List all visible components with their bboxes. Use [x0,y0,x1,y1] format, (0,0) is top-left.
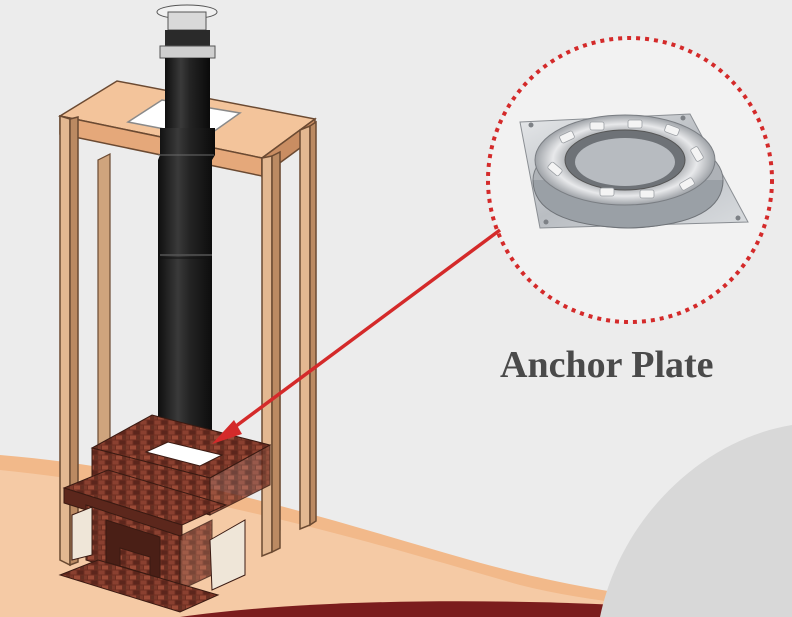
brick-fireplace [58,414,272,613]
anchor-plate-icon [519,113,749,229]
anchor-plate-label: Anchor Plate [500,344,714,386]
chimney-pipe [156,4,218,460]
red-arrow-icon [212,228,502,444]
